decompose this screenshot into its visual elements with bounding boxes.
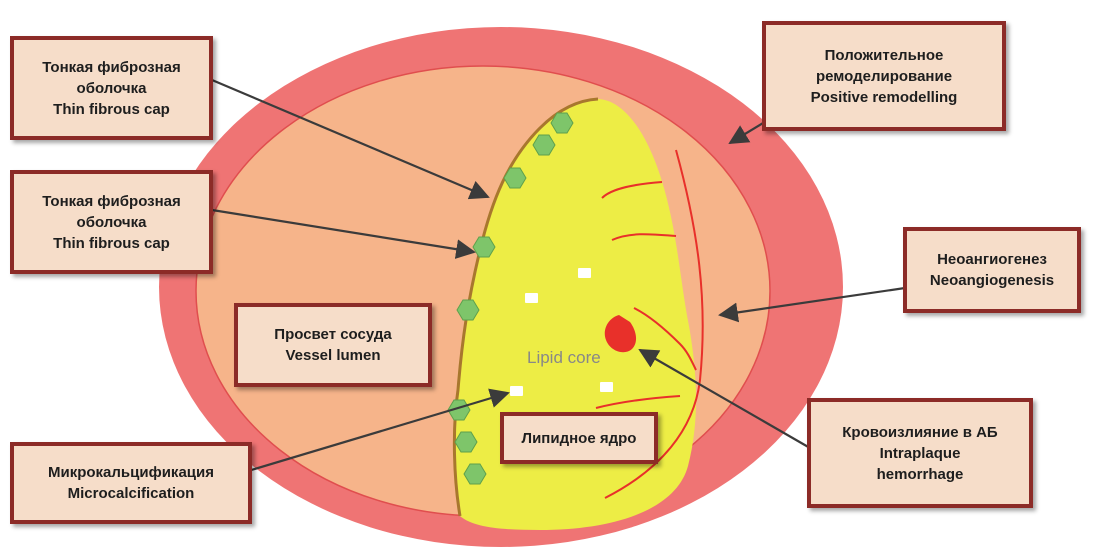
label-intraplaque-hemorrhage: Кровоизлияние в АБ Intraplaque hemorrhag… [807, 398, 1033, 508]
lipid-core-inner-label: Lipid core [527, 348, 601, 368]
label-ru-line2: ремоделирование [816, 66, 952, 87]
label-en-line1: Intraplaque [880, 443, 961, 464]
label-ru-line1: Тонкая фиброзная [42, 191, 181, 212]
label-ru: Липидное ядро [522, 428, 637, 449]
label-lipid-core: Липидное ядро [500, 412, 658, 464]
label-microcalcification: Микрокальцификация Microcalcification [10, 442, 252, 524]
label-en-line2: hemorrhage [877, 464, 964, 485]
label-en: Neoangiogenesis [930, 270, 1054, 291]
label-ru-line1: Тонкая фиброзная [42, 57, 181, 78]
label-thin-fibrous-cap-1: Тонкая фиброзная оболочка Thin fibrous c… [10, 36, 213, 140]
label-ru-line2: оболочка [77, 78, 147, 99]
label-ru-line2: оболочка [77, 212, 147, 233]
label-neoangiogenesis: Неоангиогенез Neoangiogenesis [903, 227, 1081, 313]
label-vessel-lumen: Просвет сосуда Vessel lumen [234, 303, 432, 387]
label-ru: Просвет сосуда [274, 324, 391, 345]
label-en: Microcalcification [68, 483, 195, 504]
label-positive-remodelling: Положительное ремоделирование Positive r… [762, 21, 1006, 131]
label-en: Positive remodelling [811, 87, 958, 108]
label-en: Thin fibrous cap [53, 99, 170, 120]
label-en: Thin fibrous cap [53, 233, 170, 254]
label-ru: Кровоизлияние в АБ [842, 422, 997, 443]
label-ru: Неоангиогенез [937, 249, 1047, 270]
label-ru-line1: Положительное [825, 45, 944, 66]
label-thin-fibrous-cap-2: Тонкая фиброзная оболочка Thin fibrous c… [10, 170, 213, 274]
label-en: Vessel lumen [285, 345, 380, 366]
label-ru: Микрокальцификация [48, 462, 214, 483]
